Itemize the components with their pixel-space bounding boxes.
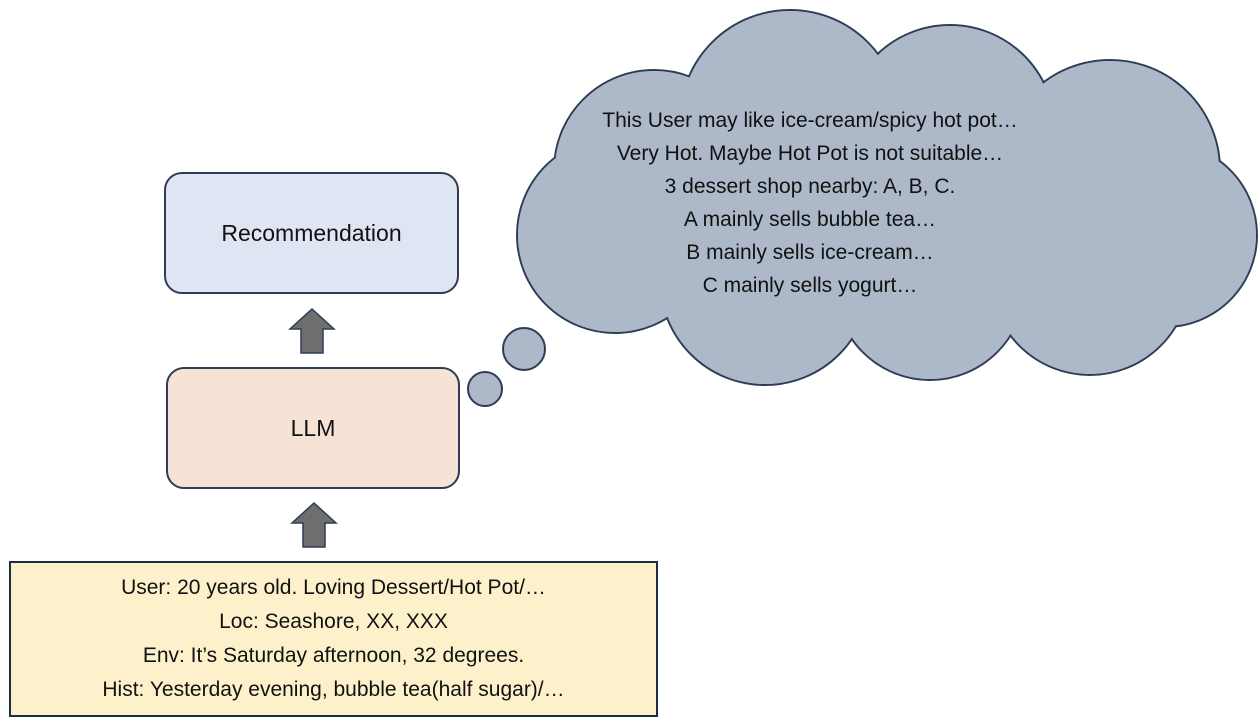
thought-bubble-small xyxy=(467,371,503,407)
input-line-location: Loc: Seashore, XX, XXX xyxy=(219,610,448,633)
input-context-box: User: 20 years old. Loving Dessert/Hot P… xyxy=(9,561,658,717)
thought-text: This User may like ice-cream/spicy hot p… xyxy=(600,104,1020,302)
recommendation-box: Recommendation xyxy=(164,172,459,294)
input-line-user: User: 20 years old. Loving Dessert/Hot P… xyxy=(121,576,546,599)
input-line-environment: Env: It’s Saturday afternoon, 32 degrees… xyxy=(142,644,525,667)
thought-line: 3 dessert shop nearby: A, B, C. xyxy=(664,175,956,198)
thought-line: Very Hot. Maybe Hot Pot is not suitable… xyxy=(616,142,1004,165)
thought-line: A mainly sells bubble tea… xyxy=(683,208,937,231)
thought-bubble-large xyxy=(502,327,546,371)
arrow-up-icon xyxy=(288,307,336,354)
llm-box: LLM xyxy=(166,367,460,489)
llm-label: LLM xyxy=(290,414,336,441)
recommendation-label: Recommendation xyxy=(221,219,402,246)
arrow-up-icon xyxy=(290,501,338,548)
thought-line: This User may like ice-cream/spicy hot p… xyxy=(602,109,1018,132)
input-line-history: Hist: Yesterday evening, bubble tea(half… xyxy=(102,678,565,701)
thought-line: B mainly sells ice-cream… xyxy=(686,241,934,264)
thought-line: C mainly sells yogurt… xyxy=(702,274,918,297)
